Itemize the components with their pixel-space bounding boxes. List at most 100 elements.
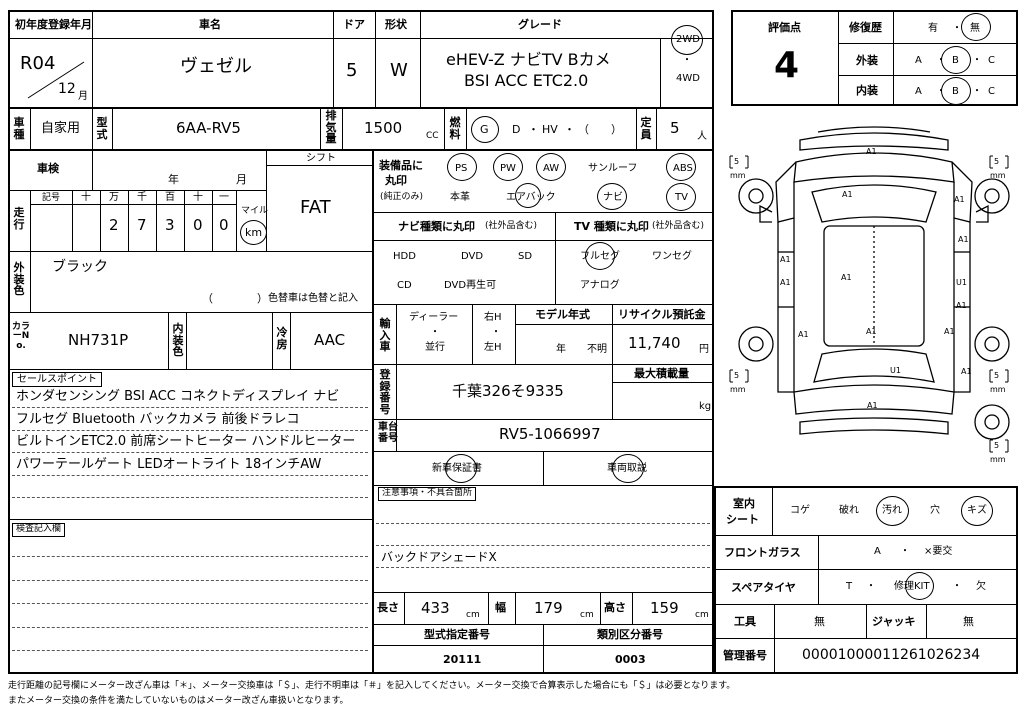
insp-line1	[12, 556, 368, 557]
load-header	[612, 382, 714, 383]
mark-right-quarter: A1	[944, 327, 955, 336]
mileage-bottom	[8, 251, 372, 252]
inspector-label: 検査記入欄	[12, 523, 66, 537]
mileage-digit-4: 0	[193, 216, 203, 234]
notes-bottom	[372, 592, 714, 593]
r2-div5	[342, 107, 343, 149]
rb-v-room	[772, 486, 773, 535]
mileage-header-line	[30, 204, 236, 205]
mileage-col5	[184, 190, 185, 251]
exterior-b-circle	[941, 46, 971, 74]
navi-hdd: HDD	[393, 251, 416, 262]
import-div1	[396, 304, 397, 364]
tread-right-rear-unit: mm	[990, 385, 1006, 394]
mileage-place-1: 十	[81, 192, 91, 203]
car-name-value: ヴェゼル	[180, 56, 252, 77]
dim-div3	[515, 592, 516, 624]
sales-line4	[12, 475, 368, 476]
repair-label: 修復歴	[849, 21, 882, 34]
spare-dot1: ・	[866, 581, 876, 592]
room-label-1: 室内	[733, 497, 755, 510]
import-dot2: ・	[491, 327, 501, 338]
equip-bottom	[372, 212, 714, 213]
row1-header-line	[8, 38, 714, 39]
navi-cd: CD	[397, 280, 412, 291]
displacement-label: 排気量	[325, 109, 337, 146]
displacement-value: 1500	[364, 119, 403, 137]
r2-div2	[92, 107, 93, 149]
inspection-year-unit: 年	[168, 173, 179, 186]
mark-right-rear-wheel: A1	[961, 367, 972, 376]
chassis-divider	[396, 419, 397, 451]
tv-oneseg: ワンセグ	[652, 251, 692, 262]
divider-firstreg	[92, 10, 93, 107]
model-year-unknown: 不明	[587, 344, 607, 355]
interior-b-circle	[941, 77, 971, 105]
reg-div1	[396, 364, 397, 419]
notes-label: 注意事項・不具合箇所	[378, 487, 477, 501]
sales-point-2: フルセグ Bluetooth バックカメラ 前後ドラレコ	[16, 412, 300, 427]
navi-dvd-play: DVD再生可	[444, 280, 497, 291]
tread-right-front-unit: mm	[990, 171, 1006, 180]
score-value: 4	[774, 45, 800, 86]
length-unit: cm	[466, 610, 480, 620]
mark-back-door: U1	[890, 366, 901, 375]
r2-div7	[466, 107, 467, 149]
room-kizu-circle	[961, 496, 993, 526]
navi-sd: SD	[518, 251, 533, 262]
mileage-place-4: 百	[165, 192, 175, 203]
equip-ps-circle	[447, 153, 477, 181]
equip-label-1: 装備品に	[379, 159, 423, 172]
insp-line2	[12, 580, 368, 581]
type-code-value: 20111	[443, 653, 482, 666]
width-label: 幅	[495, 601, 506, 614]
equip-tv-circle	[666, 183, 696, 211]
color-change-paren: （ ）	[202, 292, 268, 305]
interior-grade-c: C	[988, 86, 995, 97]
rb-v-tool2	[866, 604, 867, 638]
import-label: 輸入車	[379, 317, 391, 354]
spare-t: T	[846, 581, 853, 592]
mark-right-front-fender: A1	[954, 195, 965, 204]
class-code-value: 0003	[615, 653, 646, 666]
shape-label: 形状	[385, 18, 407, 31]
notes-text: バックドアシェードX	[381, 550, 497, 564]
r2-div9	[656, 107, 657, 149]
spare-kit-circle	[905, 572, 934, 600]
mileage-label: 走行	[13, 206, 25, 231]
tv-fullseg-circle	[585, 242, 615, 270]
recycle-value: 11,740	[628, 334, 681, 352]
ac-label-divider	[290, 312, 291, 369]
sales-line3	[12, 452, 368, 453]
room-koge: コゲ	[790, 505, 810, 516]
warranty-divider	[543, 451, 544, 485]
warranty-bottom	[372, 485, 714, 486]
r2-div3	[112, 107, 113, 149]
door-label: ドア	[343, 18, 365, 31]
grade-line1: eHEV-Z ナビTV Bカメ	[446, 50, 611, 69]
registration-label: 登録番号	[379, 368, 391, 416]
mark-right-front-door: A1	[958, 235, 969, 244]
class-code-label: 類別区分番号	[597, 628, 663, 641]
ac-label: 冷房	[276, 326, 288, 351]
mark-roof-left: A1	[841, 273, 852, 282]
dim-div4	[600, 592, 601, 624]
rb-h1	[714, 535, 1018, 536]
navi-tv-divider	[555, 212, 556, 304]
rb-v-tool3	[926, 604, 927, 638]
divider-carname	[333, 10, 334, 107]
ac-value: AAC	[314, 331, 346, 349]
mileage-symbol-label: 記号	[42, 193, 61, 203]
fuel-other: （ ）	[578, 123, 622, 136]
tv-sub: (社外品含む)	[652, 221, 705, 231]
mileage-digit-2: 7	[137, 216, 147, 234]
recycle-label: リサイクル預託金	[618, 308, 706, 321]
exterior-color-label: 外装色	[13, 261, 25, 298]
length-value: 433	[421, 599, 450, 617]
spare-label: スペアタイヤ	[731, 581, 796, 594]
tread-left-rear-unit: mm	[730, 385, 746, 394]
capacity-unit: 人	[697, 131, 707, 142]
sales-point-3: ビルトインETC2.0 前席シートヒーター ハンドルヒーター	[16, 434, 356, 449]
color-code-label: カラーNo.	[11, 322, 30, 351]
navi-bottom	[372, 304, 714, 305]
